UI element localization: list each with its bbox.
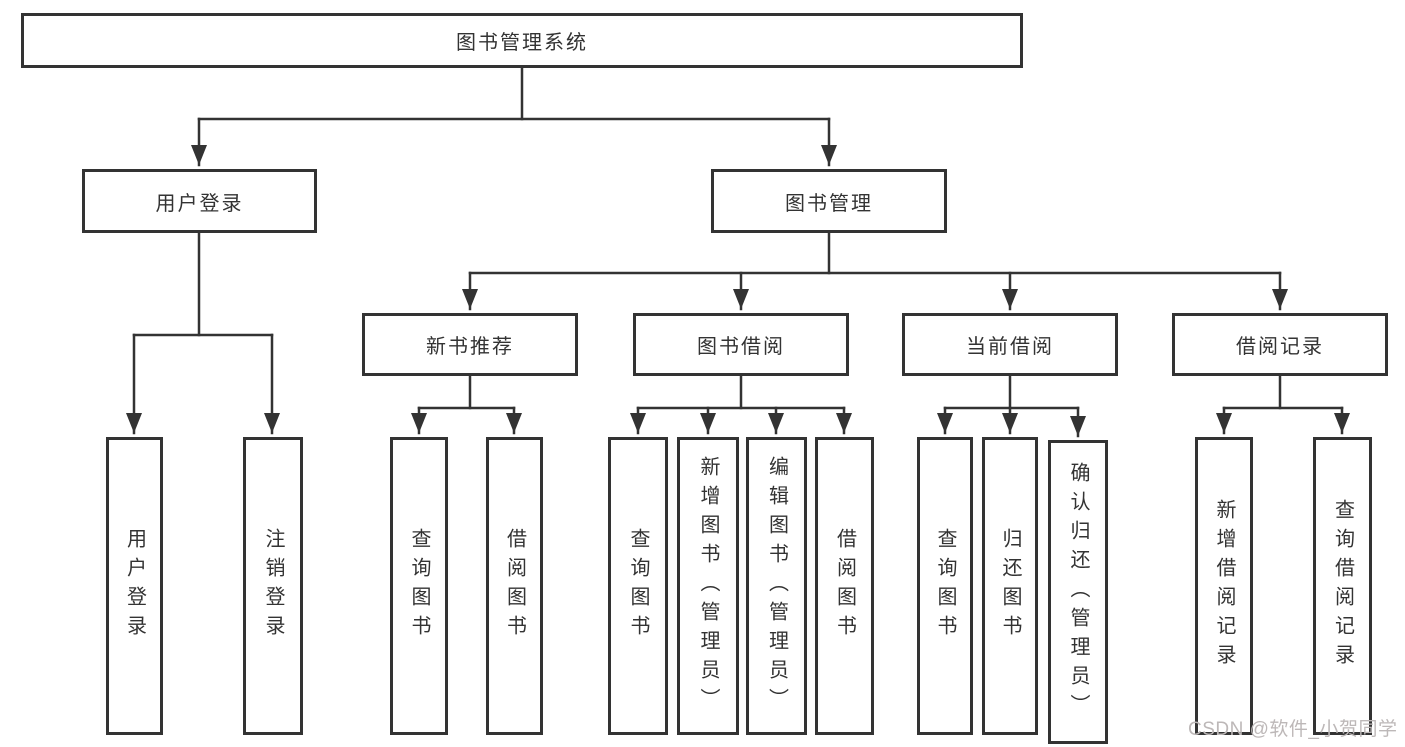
node-borrow-books-1: 借阅图书 — [486, 437, 543, 735]
csdn-watermark: CSDN @软件_小贺同学 — [1188, 719, 1398, 740]
node-book-management: 图书管理 — [711, 169, 947, 233]
node-label: 图书借阅 — [697, 336, 785, 358]
node-user-login-leaf: 用户登录 — [106, 437, 163, 735]
node-add-borrow-record: 新增借阅记录 — [1195, 437, 1253, 735]
node-add-book-admin: 新增图书（管理员） — [677, 437, 739, 735]
node-label: 用户登录 — [155, 192, 244, 215]
node-label: 借阅记录 — [1236, 336, 1324, 358]
node-current-borrow: 当前借阅 — [902, 313, 1118, 376]
node-book-borrow: 图书借阅 — [633, 313, 849, 376]
node-label: 新增借阅记录 — [1213, 499, 1235, 673]
node-return-book: 归还图书 — [982, 437, 1038, 735]
node-label: 用户登录 — [123, 528, 146, 644]
node-label: 当前借阅 — [966, 336, 1054, 358]
node-edit-book-admin: 编辑图书（管理员） — [746, 437, 807, 735]
node-label: 新书推荐 — [426, 336, 514, 358]
node-label: 确认归还（管理员） — [1067, 461, 1089, 723]
node-borrow-books-2: 借阅图书 — [815, 437, 874, 735]
node-label: 图书管理系统 — [456, 32, 588, 54]
node-logout: 注销登录 — [243, 437, 303, 735]
node-label: 图书管理 — [785, 192, 873, 215]
node-label: 查询借阅记录 — [1331, 499, 1354, 673]
node-label: 编辑图书（管理员） — [765, 455, 788, 717]
node-query-borrow-record: 查询借阅记录 — [1313, 437, 1372, 735]
node-library-system: 图书管理系统 — [21, 13, 1023, 68]
node-label: 归还图书 — [999, 528, 1021, 644]
node-new-book-recommend: 新书推荐 — [362, 313, 578, 376]
node-label: 新增图书（管理员） — [697, 455, 719, 717]
edges-user-login — [126, 231, 280, 435]
node-label: 查询图书 — [934, 528, 956, 644]
node-borrow-records: 借阅记录 — [1172, 313, 1388, 376]
node-label: 借阅图书 — [833, 528, 856, 644]
node-confirm-return-admin: 确认归还（管理员） — [1048, 440, 1108, 744]
node-query-books-3: 查询图书 — [917, 437, 973, 735]
node-label: 查询图书 — [627, 528, 649, 644]
node-label: 借阅图书 — [503, 528, 526, 644]
edges-current-borrow — [937, 374, 1086, 438]
node-query-books-2: 查询图书 — [608, 437, 668, 735]
edges-root — [191, 66, 837, 167]
node-query-books-1: 查询图书 — [390, 437, 448, 735]
edges-new-book-recommend — [411, 374, 522, 435]
edges-book-borrow — [630, 374, 852, 435]
node-label: 注销登录 — [262, 528, 284, 644]
edges-borrow-record — [1216, 374, 1350, 435]
node-user-login: 用户登录 — [82, 169, 317, 233]
edges-book-management — [462, 231, 1288, 311]
node-label: 查询图书 — [408, 528, 430, 644]
